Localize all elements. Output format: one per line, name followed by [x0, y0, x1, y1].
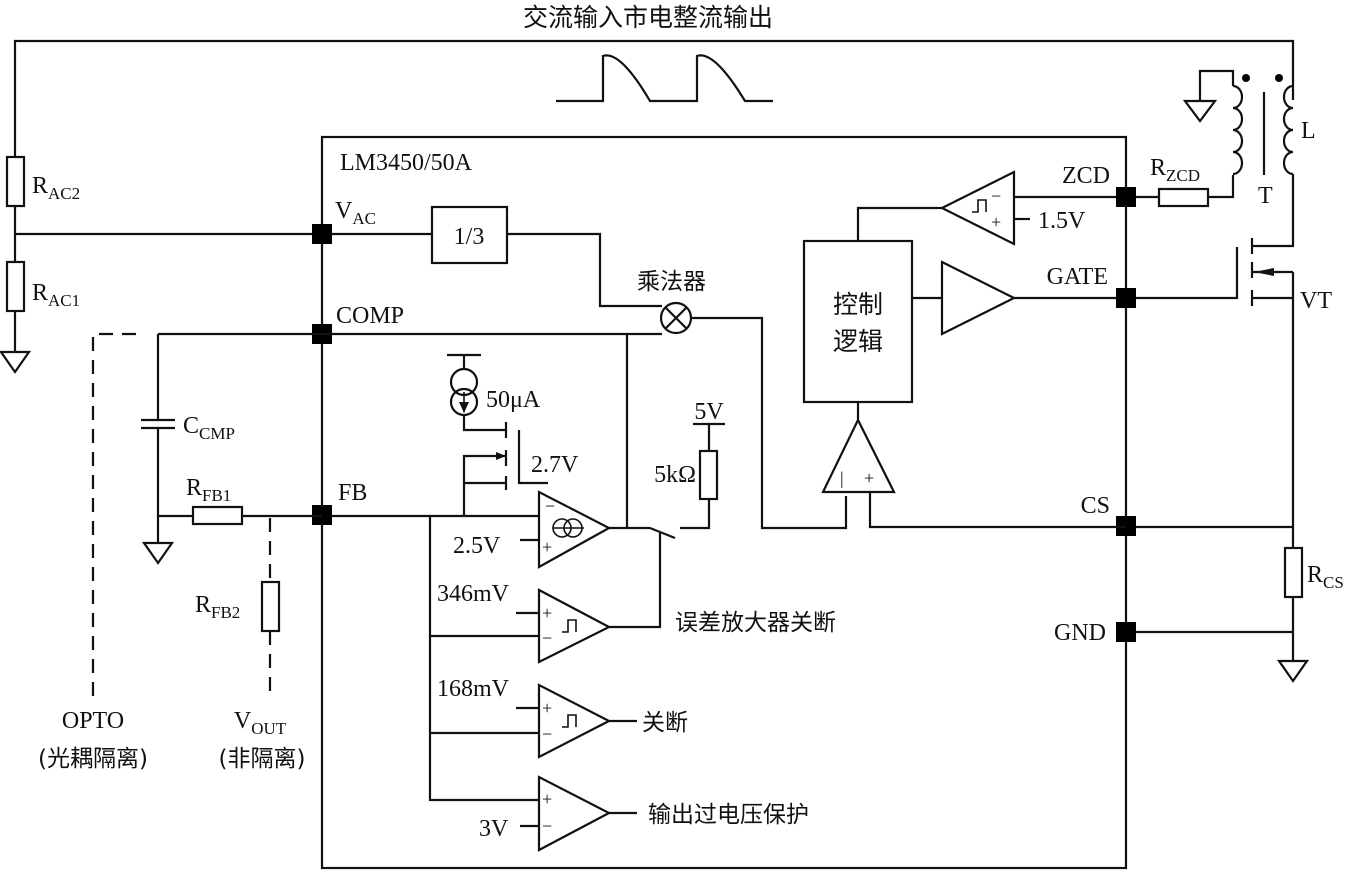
- ground-icon: [1182, 99, 1218, 123]
- pin-zcd: [1116, 187, 1136, 207]
- pwm-comparator: [821, 417, 896, 494]
- resistor-rac2: [5, 155, 26, 208]
- pin-cs-label: CS: [1081, 493, 1110, 519]
- resistor-rcs: [1283, 546, 1304, 599]
- transformer-label: T: [1258, 183, 1273, 209]
- gate-driver: [940, 260, 1017, 336]
- pwm-minus-sign: |: [840, 468, 844, 488]
- control-logic-label-line2: 逻辑: [833, 327, 883, 356]
- cmp1-minus-sign: −: [542, 628, 552, 648]
- control-logic-block: [802, 239, 914, 404]
- cmp3-plus-sign: +: [542, 789, 552, 809]
- vout-note: (非隔离): [219, 746, 306, 772]
- rac1-label: RAC1: [32, 280, 80, 310]
- error-amplifier: [537, 490, 612, 569]
- ccmp-label: CCMP: [183, 413, 235, 443]
- ea-shutdown-label: 误差放大器关断: [675, 610, 836, 636]
- pin-vac-label: VAC: [335, 198, 376, 228]
- zcd-to-logic-wire: [856, 206, 942, 241]
- rzcd-label: RZCD: [1150, 155, 1200, 185]
- cmp2-minus-sign: −: [542, 724, 552, 744]
- rfb2-label: RFB2: [195, 592, 240, 622]
- cmp1-plus-sign: +: [542, 603, 552, 623]
- shutdown-label: 关断: [642, 710, 688, 736]
- rcs-label: RCS: [1307, 562, 1344, 592]
- rectified-waveform: [556, 54, 773, 103]
- current-source-icon: [449, 367, 479, 417]
- polarity-dot: [1275, 74, 1283, 82]
- clamp-transistor-icon: [462, 422, 548, 516]
- pin-vac: [312, 224, 332, 244]
- hysteresis-icon: [562, 714, 577, 728]
- cmp3-minus-sign: −: [542, 816, 552, 836]
- zcd-plus-sign: +: [991, 212, 1001, 232]
- clamp-voltage-label: 2.7V: [531, 452, 579, 478]
- ground-icon: [141, 541, 175, 565]
- zcd-comparator: [939, 170, 1016, 246]
- ea-shutdown-switch: [649, 526, 676, 540]
- ovp-label: 输出过电压保护: [648, 802, 809, 828]
- polarity-dot: [1242, 74, 1250, 82]
- inductor-icon: [1282, 84, 1294, 176]
- pin-fb-label: FB: [338, 480, 367, 506]
- multiplier-to-pwm-comparator-wire: [691, 316, 848, 530]
- resistor-rzcd: [1157, 187, 1210, 208]
- resistor-rfb2: [260, 580, 281, 633]
- rfb1-label: RFB1: [186, 475, 231, 505]
- transconductance-icon: [552, 518, 584, 538]
- ground-icon: [1276, 659, 1310, 683]
- ea-shutdown-ref-label: 346mV: [437, 581, 510, 607]
- cs-sense-wire: [868, 492, 1126, 529]
- pin-zcd-label: ZCD: [1062, 163, 1110, 189]
- cmp2-plus-sign: +: [542, 698, 552, 718]
- pullup-resistor-label: 5kΩ: [654, 462, 696, 488]
- resistor-rac1: [5, 260, 26, 313]
- rac2-label: RAC2: [32, 173, 80, 203]
- ovp-comparator: [537, 775, 612, 852]
- shutdown-ref-label: 168mV: [437, 676, 510, 702]
- divider-to-multiplier-wire: [507, 232, 662, 308]
- resistor-rfb1: [191, 505, 244, 526]
- ea-reference-label: 2.5V: [453, 533, 501, 559]
- current-source-label: 50μA: [486, 387, 541, 413]
- rectified-ac-rail: [13, 39, 1295, 237]
- pin-comp-label: COMP: [336, 303, 404, 329]
- ea-shutdown-comparator: [537, 588, 612, 664]
- ea-plus-sign: +: [542, 537, 552, 557]
- pin-gate: [1116, 288, 1136, 308]
- hysteresis-icon: [972, 199, 987, 213]
- pin-gnd-label: GND: [1054, 620, 1106, 646]
- divider-label: 1/3: [454, 224, 485, 250]
- ground-icon: [0, 350, 32, 374]
- pin-gate-label: GATE: [1047, 264, 1108, 290]
- ovp-ref-label: 3V: [479, 816, 509, 842]
- aux-winding-icon: [1232, 84, 1244, 176]
- opto-label: OPTO: [62, 708, 124, 734]
- vout-label: VOUT: [234, 708, 287, 738]
- shutdown-comparator: [537, 683, 612, 759]
- chip-outline: [320, 135, 1128, 870]
- resistor-5k: [698, 449, 719, 501]
- mosfet-icon: [1136, 238, 1293, 306]
- zcd-minus-sign: −: [991, 186, 1001, 206]
- inductor-label: L: [1301, 118, 1316, 144]
- opto-note: (光耦隔离): [38, 746, 148, 772]
- pwm-plus-sign: +: [864, 468, 874, 488]
- ea-minus-sign: −: [545, 496, 555, 516]
- pullup-supply-label: 5V: [694, 399, 724, 425]
- multiplier-label: 乘法器: [637, 269, 706, 295]
- chip-name: LM3450/50A: [340, 150, 473, 176]
- multiplier-icon: [659, 301, 693, 335]
- diagram-title: 交流输入市电整流输出: [523, 3, 773, 32]
- opto-dashed-wire: [91, 332, 136, 700]
- mosfet-label: VT: [1300, 288, 1332, 314]
- fb-bus: [428, 516, 540, 802]
- control-logic-label-line1: 控制: [833, 290, 883, 319]
- pin-gnd: [1116, 622, 1136, 642]
- zcd-reference-label: 1.5V: [1038, 208, 1086, 234]
- hysteresis-icon: [562, 619, 577, 633]
